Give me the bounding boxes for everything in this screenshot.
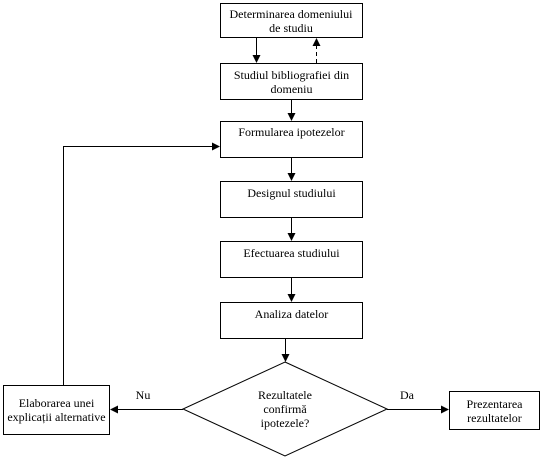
presentation-label: Prezentarea rezultatelor [466,396,523,425]
design-label: Designul studiului [247,186,336,200]
hypotheses-box [220,121,363,158]
decision-label: Rezultatele confirmă ipotezele? [258,388,312,430]
alternative-label: Elaborarea unei explicații alternative [7,396,106,424]
no-edge-label: Nu [135,388,151,402]
analysis-label: Analiza datelor [254,307,329,321]
decision-diamond [181,361,389,457]
bibliography-box [220,63,363,100]
conduct-box [220,241,363,278]
design-box [220,181,363,218]
domain-label: Determinarea domeniului de studiu [229,6,353,35]
domain-box [220,3,363,38]
hypotheses-label: Formularea ipotezelor [238,125,345,139]
alternative-box [3,385,110,435]
conduct-label: Efectuarea studiului [243,246,340,260]
bibliography-label: Studiul bibliografiei din domeniu [233,67,350,96]
presentation-box [449,391,540,430]
analysis-box [220,302,363,339]
yes-edge-label: Da [400,388,414,402]
arrow-alternative-to-hypotheses [63,142,220,385]
